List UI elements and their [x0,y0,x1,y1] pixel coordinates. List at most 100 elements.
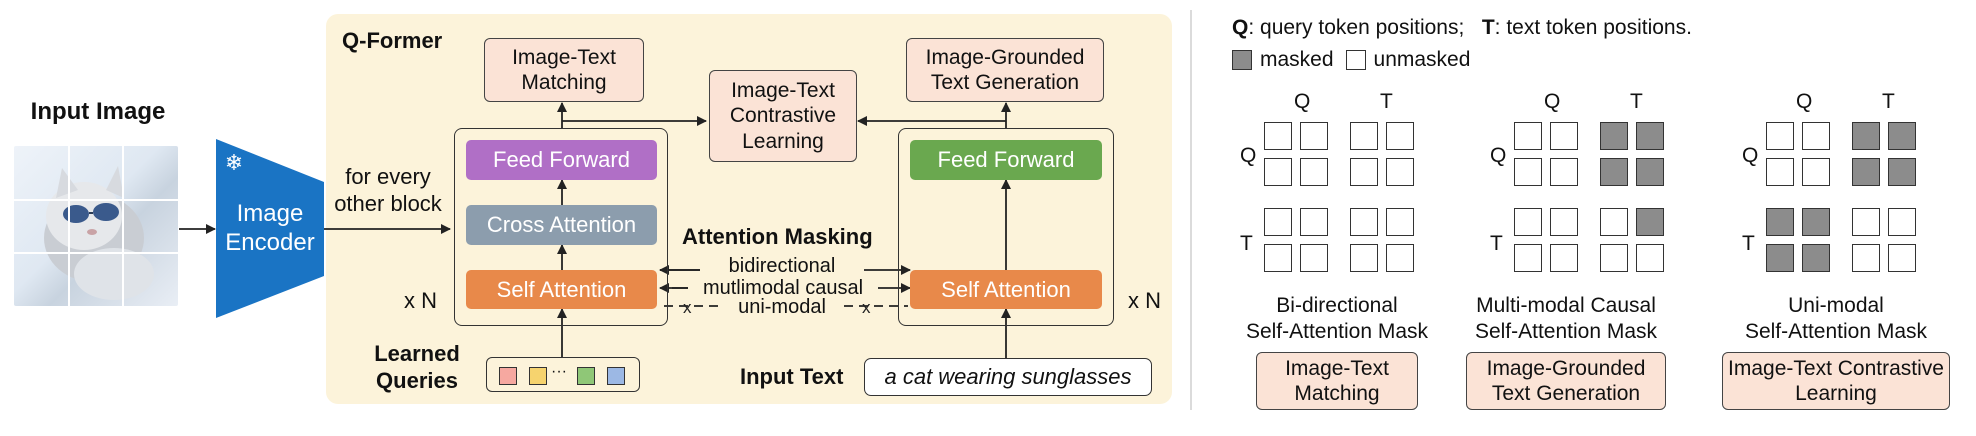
repeat-n-right: x N [1128,288,1161,313]
mask-cell-unmasked [1300,122,1328,150]
mask-col-t-label: T [1882,90,1895,113]
objective-itg: Image-Grounded Text Generation [906,38,1104,102]
mask-cell-unmasked [1300,158,1328,186]
mask-cell-unmasked [1386,122,1414,150]
legend-line-2: masked unmasked [1232,48,1470,72]
mask-cell-unmasked [1852,208,1880,236]
right-transformer-block [898,128,1114,326]
mask-task-box: Image-Text Matching [1256,352,1418,410]
image-encoder-label: Image Encoder [225,200,315,256]
mask-cell-unmasked [1802,122,1830,150]
input-text-label: Input Text [740,364,844,389]
mask-col-t-label: T [1630,90,1643,113]
mask-cell-masked [1852,158,1880,186]
self-attention-left: Self Attention [466,270,657,309]
unimodal-block-mark-right: x [862,298,871,317]
mask-cell-unmasked [1514,122,1542,150]
mask-cell-unmasked [1600,208,1628,236]
unimodal-block-mark-left: x [683,298,692,317]
mask-cell-masked [1636,122,1664,150]
query-token [499,367,517,385]
mask-cell-unmasked [1888,208,1916,236]
mask-cell-unmasked [1550,208,1578,236]
mask-cell-unmasked [1550,158,1578,186]
qformer-title: Q-Former [342,28,443,53]
legend-unmasked-label: unmasked [1373,48,1471,71]
mask-col-q-label: Q [1294,90,1311,113]
mask-cell-masked [1600,158,1628,186]
mask-col-q-label: Q [1544,90,1561,113]
mask-row-t-label: T [1742,232,1755,255]
mask-row-q-label: Q [1490,144,1507,167]
query-ellipsis: ··· [551,363,567,380]
legend-line-1: Q: query token positions; T: text token … [1232,16,1692,40]
mask-cell-masked [1600,122,1628,150]
mask-cell-unmasked [1636,244,1664,272]
mask-task-box: Image-Text Contrastive Learning [1722,352,1950,410]
mask-cell-unmasked [1766,122,1794,150]
objective-itm: Image-Text Matching [484,38,644,102]
mask-cell-masked [1852,122,1880,150]
mask-cell-masked [1636,208,1664,236]
mask-cell-unmasked [1514,208,1542,236]
mask-title-line1: Uni-modal [1788,294,1884,317]
cat-illustration [44,166,154,300]
learned-queries-label: Learned Queries [374,340,460,394]
mask-row-t-label: T [1490,232,1503,255]
query-token [607,367,625,385]
mask-label-bidirectional: bidirectional [700,254,864,278]
feed-forward-left: Feed Forward [466,140,657,180]
image-encoder-shape [216,139,324,318]
for-every-other-block-label: for every other block [334,163,442,217]
mask-row-q-label: Q [1240,144,1257,167]
mask-cell-unmasked [1550,244,1578,272]
mask-cell-unmasked [1264,122,1292,150]
mask-cell-unmasked [1350,208,1378,236]
mask-cell-unmasked [1350,244,1378,272]
attention-masking-title: Attention Masking [682,224,873,249]
mask-task-box: Image-Grounded Text Generation [1466,352,1666,410]
mask-cell-unmasked [1766,158,1794,186]
mask-title-line1: Bi-directional [1276,294,1398,317]
mask-col-q-label: Q [1796,90,1813,113]
legend-masked-swatch [1232,50,1252,70]
mask-cell-masked [1802,208,1830,236]
mask-row-q-label: Q [1742,144,1759,167]
mask-cell-masked [1802,244,1830,272]
mask-cell-unmasked [1852,244,1880,272]
query-token [529,367,547,385]
mask-cell-masked [1888,158,1916,186]
legend-t-text: : text token positions. [1494,16,1692,39]
mask-cell-unmasked [1264,244,1292,272]
mask-title-line2: Self-Attention Mask [1744,320,1928,343]
input-image [14,146,178,306]
input-text-value: a cat wearing sunglasses [884,364,1132,389]
learned-queries-box: ··· [486,357,640,392]
mask-cell-unmasked [1888,244,1916,272]
mask-cell-unmasked [1264,158,1292,186]
mask-cell-unmasked [1514,244,1542,272]
left-transformer-block [454,128,668,326]
query-token [577,367,595,385]
mask-cell-unmasked [1300,244,1328,272]
mask-cell-unmasked [1350,158,1378,186]
snowflake-icon: ❄ [224,150,244,175]
mask-cell-unmasked [1514,158,1542,186]
mask-cell-masked [1766,244,1794,272]
mask-cell-masked [1888,122,1916,150]
mask-title-line1: Multi-modal Causal [1476,294,1656,317]
legend-q-key: Q [1232,16,1249,39]
mask-cell-unmasked [1550,122,1578,150]
input-text-box: a cat wearing sunglasses [864,358,1152,396]
mask-cell-unmasked [1600,244,1628,272]
cross-attention: Cross Attention [466,205,657,245]
mask-cell-unmasked [1300,208,1328,236]
legend-unmasked-swatch [1345,50,1366,70]
repeat-n-left: x N [404,288,437,313]
mask-cell-unmasked [1386,208,1414,236]
mask-cell-unmasked [1264,208,1292,236]
legend-q-text: : query token positions; [1248,16,1465,39]
